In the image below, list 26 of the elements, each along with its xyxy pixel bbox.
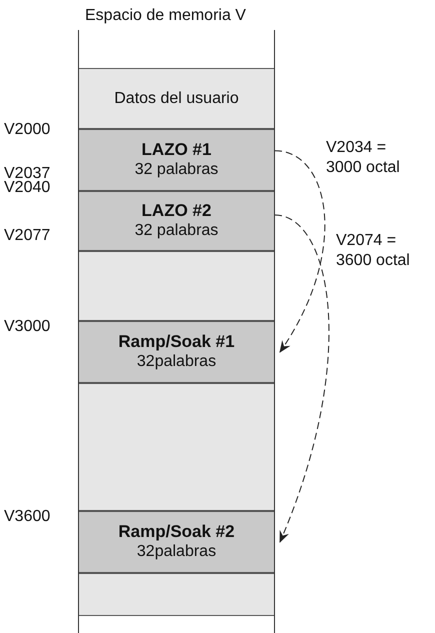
block-heading: LAZO #1: [142, 140, 212, 160]
address-label: V3000: [4, 318, 50, 336]
block-heading: LAZO #2: [142, 201, 212, 221]
empty-memory-band: [79, 251, 274, 321]
empty-memory-band: [79, 383, 274, 511]
dashed-arrow: [274, 214, 330, 543]
block-size-text: 32palabras: [136, 352, 216, 372]
memory-block: [79, 68, 274, 129]
address-label: V2000: [4, 121, 50, 139]
block-size-text: 32 palabras: [134, 221, 218, 241]
memory-block: [79, 191, 274, 251]
address-label: V2077: [4, 227, 50, 245]
memory-block: [79, 321, 274, 383]
block-size-text: 32palabras: [136, 542, 216, 562]
empty-memory-band: [79, 573, 274, 616]
address-label: V2037: [4, 165, 50, 182]
memory-block: [79, 511, 274, 573]
address-label: V3600: [4, 508, 50, 526]
column-heading: Espacio de memoria V: [85, 6, 246, 26]
memory-block: [79, 129, 274, 191]
dashed-arrow: [274, 150, 326, 353]
address-label: V2040: [4, 179, 50, 197]
block-heading: Ramp/Soak #1: [118, 332, 235, 352]
block-heading: Ramp/Soak #2: [118, 522, 235, 542]
block-size-text: 32 palabras: [134, 160, 218, 180]
block-label: Datos del usuario: [114, 88, 239, 108]
